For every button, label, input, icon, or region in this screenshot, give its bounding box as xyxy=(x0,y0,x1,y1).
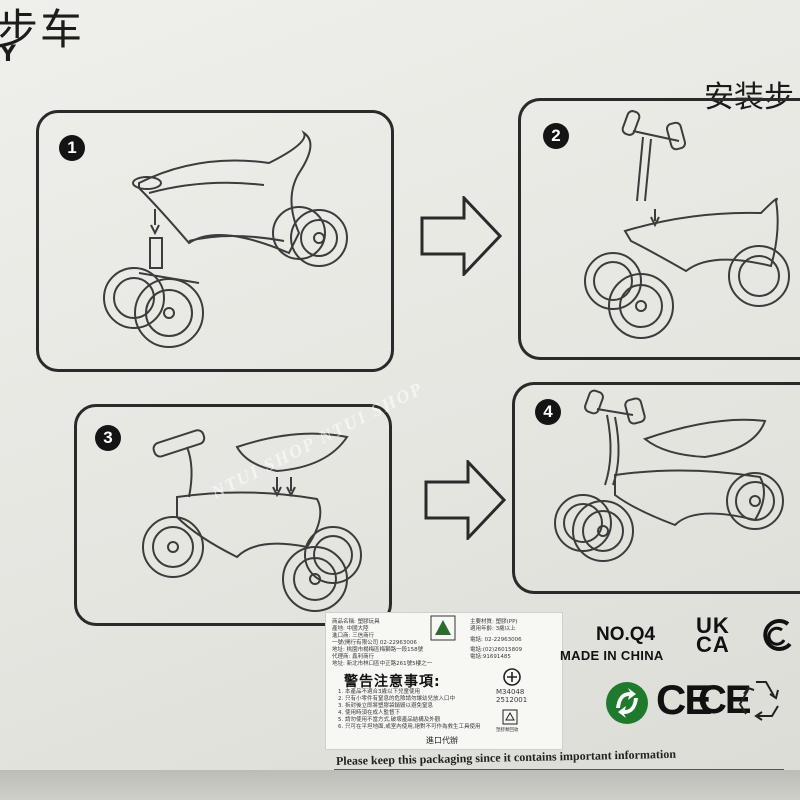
warning-line: 5. 請勿使用不當方式,破壞產品結構及外觀 xyxy=(338,717,441,723)
bsmi-mark-icon xyxy=(503,668,521,686)
bike-frame-with-wheels-illustration xyxy=(103,130,348,348)
label-line: 一號(開行有限公司 02-22963006 xyxy=(332,640,417,646)
label-line: 適用年齡: 3歲以上 xyxy=(470,626,516,632)
box-bottom-edge xyxy=(0,770,800,800)
step-1-panel: 1 xyxy=(36,110,394,372)
header-title-fragment: 步车 xyxy=(0,5,85,54)
step-4-panel: 4 xyxy=(512,382,800,594)
importer-label-sticker: 商品名稱: 塑膠玩具 產地: 中國大陸 進口商: 三信商行 一號(開行有限公司 … xyxy=(325,612,563,750)
warning-line: 1. 本產品不適合3歲以下兒童使用 xyxy=(338,689,420,695)
warning-line: 4. 使用時須在成人監督下 xyxy=(338,710,400,716)
ukca-top: UK xyxy=(696,613,730,638)
arrow-right-icon xyxy=(424,460,506,540)
step-4-number: 4 xyxy=(535,399,561,425)
arrow-right-icon xyxy=(420,196,502,276)
step-3-number: 3 xyxy=(95,425,121,451)
warning-line: 6. 只可在平坦地面,或室內使用,絕對不可作為救生工具使用 xyxy=(338,724,481,730)
step-3-panel: 3 xyxy=(74,404,392,626)
step-2-panel: 2 xyxy=(518,98,800,360)
recycle-symbol-icon xyxy=(502,709,518,725)
warning-line: 2. 只有小零件有窒息的危險請勿讓幼兒放入口中 xyxy=(338,696,455,702)
model-number: NO.Q4 xyxy=(596,624,656,645)
import-note: 進口代辦 xyxy=(426,736,458,745)
ce-mark: CE xyxy=(656,676,712,723)
label-line: 商品名稱: 塑膠玩具 xyxy=(332,619,380,625)
cert-code: M34048 xyxy=(496,688,525,696)
label-line: 產地: 中國大陸 xyxy=(332,626,369,632)
cert-sub: 2512001 xyxy=(496,696,528,704)
label-line: 地址: 新北市林口區中正路261號5樓之一 xyxy=(332,661,433,667)
ukca-bottom: CA xyxy=(696,632,730,657)
importer-logo-icon xyxy=(430,615,456,641)
label-line: 代理商: 鑫利商行 xyxy=(332,654,375,660)
label-line: 電話:91691485 xyxy=(470,654,511,660)
header-subtitle-fragment: Y xyxy=(0,42,16,67)
ukca-mark: UK CA xyxy=(696,613,746,657)
label-line: 主要材質: 塑膠(PP) xyxy=(470,619,518,625)
bike-with-seat-illustration xyxy=(142,429,362,612)
age-warning-icon xyxy=(763,618,792,651)
label-line: 電話: 02-22963006 xyxy=(470,637,522,643)
label-line: 電話:(02)26015809 xyxy=(470,647,523,653)
assembled-bike-illustration xyxy=(554,389,784,562)
green-dot-icon xyxy=(606,682,648,724)
footer-divider xyxy=(334,769,784,770)
warning-line: 3. 拆封後立即將塑膠袋銷毀以避免窒息 xyxy=(338,703,433,709)
warning-title: 警告注意事項: xyxy=(344,674,441,690)
recycle-note: 塑膠類回收 xyxy=(496,728,519,733)
step-2-number: 2 xyxy=(543,123,569,149)
step-1-number: 1 xyxy=(59,135,85,161)
bike-with-handlebar-illustration xyxy=(584,110,790,339)
assembly-steps-title: 安装步 xyxy=(704,80,794,115)
label-line: 地址: 桃園市楊梅區梅獅路一段158號 xyxy=(332,647,424,653)
recycle-icon xyxy=(738,681,779,721)
made-in-china: MADE IN CHINA xyxy=(560,648,664,663)
label-line: 進口商: 三信商行 xyxy=(332,633,375,639)
